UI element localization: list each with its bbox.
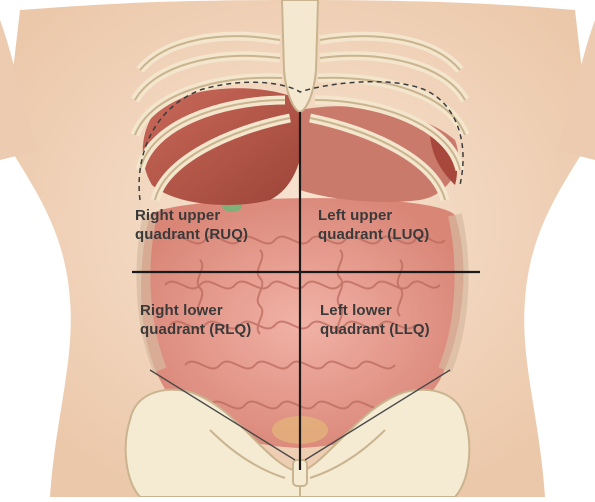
rlq-line1: Right lower — [140, 301, 251, 320]
label-right-lower-quadrant: Right lower quadrant (RLQ) — [140, 301, 251, 339]
luq-line2: quadrant (LUQ) — [318, 225, 429, 244]
label-left-lower-quadrant: Left lower quadrant (LLQ) — [320, 301, 430, 339]
ruq-line2: quadrant (RUQ) — [135, 225, 248, 244]
rlq-line2: quadrant (RLQ) — [140, 320, 251, 339]
label-right-upper-quadrant: Right upper quadrant (RUQ) — [135, 206, 248, 244]
ruq-line1: Right upper — [135, 206, 248, 225]
luq-line1: Left upper — [318, 206, 429, 225]
llq-line1: Left lower — [320, 301, 430, 320]
llq-line2: quadrant (LLQ) — [320, 320, 430, 339]
label-left-upper-quadrant: Left upper quadrant (LUQ) — [318, 206, 429, 244]
